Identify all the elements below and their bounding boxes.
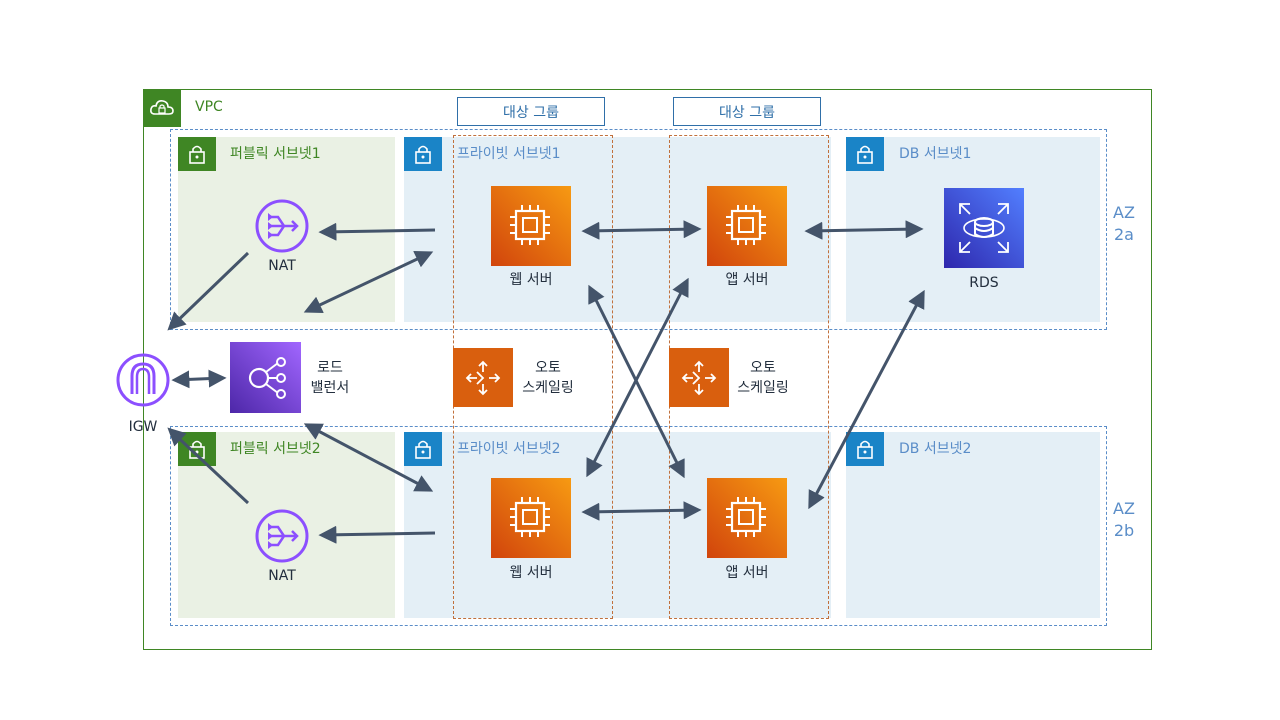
ec2-instance-icon: [707, 478, 787, 558]
app-server-label: 앱 서버: [725, 565, 769, 581]
auto-scaling-label-line: 스케일링: [522, 380, 574, 396]
db-subnet-1-label: DB 서브넷1: [899, 146, 972, 162]
public-subnet-1-label: 퍼블릭 서브넷1: [230, 146, 321, 162]
arrow-app2-rds: [808, 289, 925, 510]
auto-scaling-label-line: 오토: [535, 360, 561, 376]
vpc-cloud-icon: [143, 89, 181, 127]
load-balancer-label: 로드 밸런서: [296, 358, 364, 398]
lock-icon: [846, 137, 884, 171]
arrow-nat2-to-igw: [167, 427, 250, 505]
nat-gateway-icon: [254, 198, 310, 254]
az-label-2a: AZ 2a: [1104, 202, 1144, 246]
az-label-line: 2a: [1114, 225, 1134, 244]
arrow-web1-lb: [303, 251, 434, 313]
arrow-web2-to-nat2: [318, 525, 436, 544]
private-subnet-1-label: 프라이빗 서브넷1: [457, 146, 561, 162]
load-balancer-label-line: 로드: [317, 360, 343, 376]
auto-scaling-label-line: 오토: [750, 360, 776, 376]
arrow-web1-to-nat1: [318, 222, 436, 241]
auto-scaling-label-line: 스케일링: [737, 380, 789, 396]
arrow-web2-app2: [581, 501, 702, 521]
load-balancer-icon: [230, 342, 301, 413]
auto-scaling-label: 오토 스케일링: [725, 358, 801, 398]
arrow-nat1-to-igw: [167, 251, 250, 331]
internet-gateway-icon: [115, 352, 171, 408]
target-group-label-web: 대상 그룹: [457, 97, 605, 126]
az-label-2b: AZ 2b: [1104, 498, 1144, 542]
arrow-app1-rds: [804, 220, 924, 240]
lock-icon: [404, 137, 442, 171]
arrow-app1-web2: [586, 277, 689, 478]
az-label-line: AZ: [1113, 203, 1135, 222]
auto-scaling-label: 오토 스케일링: [510, 358, 586, 398]
app-server-label: 앱 서버: [725, 272, 769, 288]
igw-label: IGW: [128, 419, 158, 435]
az-label-line: 2b: [1113, 521, 1135, 540]
nat-gateway-icon: [254, 508, 310, 564]
ec2-instance-icon: [491, 186, 571, 266]
lock-icon: [178, 137, 216, 171]
target-group-label-app: 대상 그룹: [673, 97, 821, 126]
ec2-instance-icon: [707, 186, 787, 266]
arrow-lb-web2: [303, 423, 434, 492]
nat-label: NAT: [268, 568, 296, 584]
az-label-line: AZ: [1113, 499, 1135, 518]
vpc-label: VPC: [195, 99, 223, 115]
arrow-web1-app1: [581, 220, 702, 240]
load-balancer-label-line: 밸런서: [310, 380, 350, 396]
rds-icon: [944, 188, 1024, 268]
ec2-instance-icon: [491, 478, 571, 558]
rds-label: RDS: [969, 275, 999, 291]
public-subnet-2-label: 퍼블릭 서브넷2: [230, 441, 321, 457]
web-server-label: 웹 서버: [509, 565, 553, 581]
nat-label: NAT: [268, 258, 296, 274]
auto-scaling-icon: [453, 348, 513, 407]
private-subnet-2-label: 프라이빗 서브넷2: [457, 441, 561, 457]
arrow-igw-lb: [171, 369, 227, 389]
web-server-label: 웹 서버: [509, 272, 553, 288]
